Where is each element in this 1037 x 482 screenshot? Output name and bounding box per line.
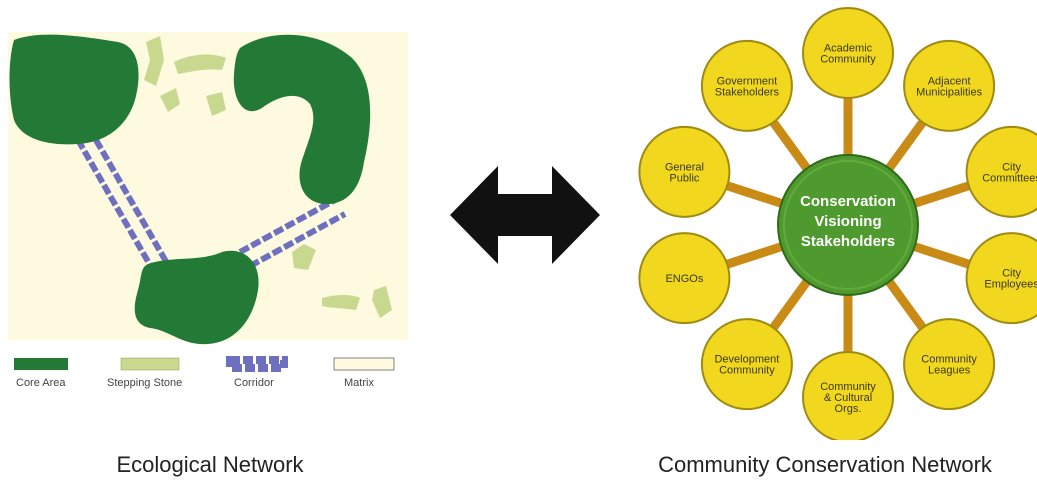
stepping-stone [292, 244, 316, 270]
stakeholder-label: City [1002, 268, 1021, 280]
center-label-line-3: Stakeholders [801, 233, 895, 250]
center-label-line-2: Visioning [814, 213, 881, 230]
legend-swatch-corridor [226, 356, 288, 372]
stakeholder-wheel: AcademicCommunityAdjacentMunicipalitiesC… [638, 7, 1037, 443]
stepping-stone [174, 54, 226, 74]
stakeholder-circle [638, 232, 731, 325]
stepping-stone [322, 295, 360, 310]
legend-swatch-matrix [333, 357, 395, 371]
stakeholder-label: Employees [984, 279, 1037, 291]
legend-label-matrix: Matrix [344, 377, 374, 389]
stakeholder-circle [965, 232, 1037, 325]
stepping-stone [144, 36, 164, 86]
stakeholder-label: Committees [982, 172, 1037, 184]
stakeholder-circle [903, 39, 996, 132]
stakeholder-label: Development [714, 354, 779, 366]
stakeholder-circle [802, 7, 894, 99]
stepping-stone [206, 92, 226, 116]
stakeholder-label: Public [669, 172, 699, 184]
core-area-top-left [9, 34, 139, 145]
ecological-map: Core Area Stepping Stone Corridor Matrix [8, 32, 408, 389]
legend: Core Area Stepping Stone Corridor Matrix [14, 356, 395, 389]
stakeholder-label: ENGOs [665, 273, 703, 285]
stakeholder-label: Adjacent [928, 75, 971, 87]
center-label-line-1: Conservation [800, 193, 896, 210]
stakeholder-circle [903, 318, 996, 411]
stepping-stone [160, 88, 180, 112]
legend-swatch-stepping-stone [120, 357, 180, 371]
corridor-right [238, 197, 347, 269]
ecological-network-diagram: Core Area Stepping Stone Corridor Matrix [0, 0, 420, 440]
ecological-network-caption: Ecological Network [116, 452, 304, 477]
stakeholder-label: Municipalities [916, 86, 983, 98]
stakeholder-label: Community [820, 54, 876, 66]
corridor-left [75, 138, 171, 267]
stakeholder-label: Leagues [928, 365, 971, 377]
stakeholder-circle [638, 125, 731, 218]
stakeholder-nodes: AcademicCommunityAdjacentMunicipalitiesC… [638, 7, 1037, 443]
stakeholder-label: & Cultural [824, 392, 872, 404]
legend-label-stepping-stone: Stepping Stone [107, 377, 182, 389]
stakeholder-label: Government [717, 75, 778, 87]
center-node: Conservation Visioning Stakeholders [777, 154, 919, 296]
double-arrow-icon [440, 160, 610, 270]
stakeholder-circle [700, 318, 793, 411]
stakeholder-label: Community [921, 354, 977, 366]
stakeholder-label: General [665, 161, 704, 173]
stakeholder-label: Academic [824, 43, 873, 55]
stakeholder-label: Stakeholders [715, 86, 780, 98]
stakeholder-label: Orgs. [835, 403, 862, 415]
stakeholder-label: Community [719, 365, 775, 377]
stakeholder-circle [700, 39, 793, 132]
legend-label-core-area: Core Area [16, 377, 66, 389]
legend-label-corridor: Corridor [234, 377, 274, 389]
stakeholder-label: Community [820, 381, 876, 393]
legend-swatch-core-area [14, 358, 68, 370]
core-area-bottom [134, 250, 259, 345]
stakeholder-node: ENGOs [638, 232, 731, 325]
stakeholder-circle [965, 125, 1037, 218]
stepping-stone [372, 286, 392, 318]
community-network-caption: Community Conservation Network [658, 452, 992, 477]
stakeholder-label: City [1002, 161, 1021, 173]
core-area-right [233, 34, 371, 205]
